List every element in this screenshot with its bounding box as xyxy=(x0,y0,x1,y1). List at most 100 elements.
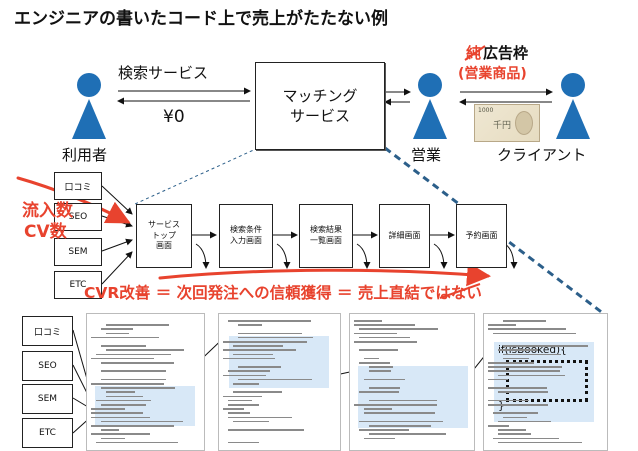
code-highlight xyxy=(358,366,468,428)
code-line xyxy=(228,404,259,406)
code-line xyxy=(223,349,296,351)
code-line xyxy=(101,420,184,423)
code-line xyxy=(91,336,159,339)
banknote-portrait xyxy=(515,111,533,135)
code-line xyxy=(364,408,392,410)
code-line xyxy=(228,429,304,431)
code-line xyxy=(488,370,560,372)
code-line xyxy=(106,332,130,335)
code-line xyxy=(503,416,527,419)
banknote-value: 1000 xyxy=(478,107,494,114)
code-line xyxy=(498,433,532,435)
code-line xyxy=(354,324,415,326)
flow-source-kuchikomi: 口コミ xyxy=(54,172,102,200)
code-line xyxy=(228,412,250,414)
code-line xyxy=(369,433,446,435)
booked-dotted-box xyxy=(506,360,588,402)
code-panel-2 xyxy=(218,313,341,451)
code-line xyxy=(96,399,152,402)
code-line xyxy=(101,429,120,431)
code-line xyxy=(369,399,438,402)
screen-service-top: サービス トップ 画面 xyxy=(136,204,192,268)
code-line xyxy=(238,332,303,335)
code-line xyxy=(233,353,274,356)
dropoff-arrow-4 xyxy=(433,243,448,269)
ad-sub-label: (営業商品) xyxy=(458,66,527,82)
booked-condition-close: } xyxy=(498,400,505,412)
code-line xyxy=(493,412,539,414)
screen-search-input: 検索条件 入力画面 xyxy=(219,204,273,268)
code-line xyxy=(488,425,510,427)
code-line xyxy=(359,362,391,364)
code-line xyxy=(233,345,284,347)
code-line xyxy=(498,374,566,377)
code-line xyxy=(503,353,561,356)
code-line xyxy=(233,420,269,423)
user-label: 利用者 xyxy=(62,146,108,164)
code-line xyxy=(493,437,559,440)
code-line xyxy=(238,366,282,368)
code-line xyxy=(233,391,283,393)
code-line xyxy=(354,341,417,343)
code-line xyxy=(498,349,539,351)
user-person-icon xyxy=(72,73,106,139)
dropoff-arrow-2 xyxy=(276,243,291,269)
cv-label: CV数 xyxy=(24,222,67,242)
code-line xyxy=(498,429,527,431)
code-line xyxy=(488,366,563,368)
code-line xyxy=(364,412,436,414)
code-line xyxy=(369,425,432,427)
code-line xyxy=(354,320,383,322)
code-line xyxy=(498,441,582,444)
code-line xyxy=(106,395,143,398)
inflow-label: 流入数 xyxy=(22,201,73,221)
cvr-caption: CVR改善 ＝ 次回発注への信頼獲得 ＝ 売上直結ではない xyxy=(84,284,482,302)
code-source-kuchikomi: 口コミ xyxy=(22,316,73,346)
code-line xyxy=(503,320,547,322)
code-line xyxy=(369,387,400,389)
code-line xyxy=(101,378,167,381)
code-line xyxy=(106,391,136,393)
code-line xyxy=(101,362,174,364)
code-line xyxy=(91,357,154,360)
dropoff-arrow-1 xyxy=(195,243,210,269)
client-label: クライアント xyxy=(497,146,587,164)
page-title: エンジニアの書いたコード上で売上がたたない例 xyxy=(14,9,388,29)
flow-source-seo: SEO xyxy=(54,203,102,231)
code-line xyxy=(359,328,438,330)
screen-detail: 詳細画面 xyxy=(379,204,430,268)
code-panel-3 xyxy=(349,313,475,451)
code-source-seo: SEO xyxy=(22,351,73,381)
code-line xyxy=(96,353,171,356)
flow-arrow-sem xyxy=(101,238,133,252)
code-line xyxy=(101,345,146,347)
code-panel-1 xyxy=(86,313,205,451)
code-line xyxy=(223,395,263,398)
code-line xyxy=(228,320,312,322)
flow-arrow-etc xyxy=(101,251,133,285)
code-line xyxy=(488,362,534,364)
code-line xyxy=(498,420,551,423)
code-line xyxy=(223,374,266,377)
code-line xyxy=(101,328,133,330)
code-line xyxy=(493,332,576,335)
code-line xyxy=(223,357,276,360)
banknote-mark: 千円 xyxy=(493,121,512,131)
code-line xyxy=(498,391,549,393)
code-line xyxy=(359,420,443,423)
code-line xyxy=(91,416,150,419)
code-line xyxy=(503,345,588,347)
code-line xyxy=(101,404,146,406)
code-line xyxy=(488,328,566,330)
code-line xyxy=(354,404,438,406)
code-line xyxy=(364,357,380,360)
code-line xyxy=(503,357,530,360)
banknote-image: 1000 千円 xyxy=(474,104,540,142)
code-line xyxy=(96,441,178,444)
code-line xyxy=(101,437,125,440)
flow-source-etc: ETC xyxy=(54,271,102,299)
price-label: ¥0 xyxy=(163,107,185,127)
code-line xyxy=(91,412,144,414)
code-line xyxy=(228,370,270,372)
code-line xyxy=(91,408,125,410)
